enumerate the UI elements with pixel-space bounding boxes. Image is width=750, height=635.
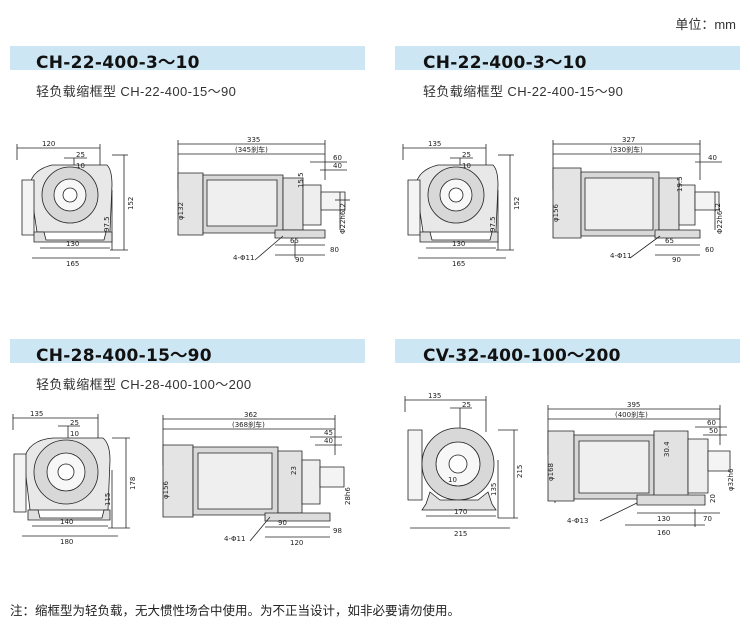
front-dim-1-d: 97.5 xyxy=(103,216,111,232)
front-dim-3-a: 135 xyxy=(30,410,43,418)
side-dim-4-j: 130 xyxy=(657,515,670,523)
front-view-drawing-2: 135 25 10 97.5 152 130 165 xyxy=(398,140,521,268)
side-dim-4-d: 50 xyxy=(709,427,718,435)
side-dim-3-e: 23 xyxy=(290,466,298,475)
side-dim-1-j: 65 xyxy=(290,237,299,245)
side-dim-4-f: φ168 xyxy=(547,463,555,481)
side-dim-2-a: 327 xyxy=(622,136,635,144)
section-band-2 xyxy=(395,46,740,70)
front-dim-1-f: 130 xyxy=(66,240,79,248)
front-dim-1-c: 10 xyxy=(76,162,85,170)
side-dim-3-k: 98 xyxy=(333,527,342,535)
front-dim-3-b: 25 xyxy=(70,419,79,427)
side-view-drawing-2: 327 (330刹车) 40 19.5 φ156 12 Φ22h6 4-Φ11 … xyxy=(552,136,724,264)
model-title-2: CH-22-400-3～10 xyxy=(423,53,587,73)
side-dim-1-d: 40 xyxy=(333,162,342,170)
side-dim-4-e: 30.4 xyxy=(663,441,671,457)
side-dim-3-g: 28h6 xyxy=(344,487,352,505)
side-dim-1-i: 4-Φ11 xyxy=(233,254,254,262)
front-dim-1-g: 165 xyxy=(66,260,79,268)
side-dim-1-a: 335 xyxy=(247,136,260,144)
front-view-drawing-4: 135 25 10 135 215 170 215 xyxy=(400,392,524,538)
side-dim-2-j: 90 xyxy=(672,256,681,264)
side-view-drawing-1: 335 (345刹车) 60 40 15.5 φ132 12 Φ22h6 4-Φ… xyxy=(177,136,360,264)
front-dim-2-f: 130 xyxy=(452,240,465,248)
front-dim-4-a: 135 xyxy=(428,392,441,400)
side-dim-3-h: 4-Φ11 xyxy=(224,535,245,543)
section-band-4 xyxy=(395,339,740,363)
front-dim-1-b: 25 xyxy=(76,151,85,159)
side-dim-1-f: φ132 xyxy=(177,202,185,220)
side-dim-4-a: 395 xyxy=(627,401,640,409)
side-dim-4-l: 70 xyxy=(703,515,712,523)
side-dim-4-h: 20 xyxy=(709,494,717,503)
side-dim-3-d: 40 xyxy=(324,437,333,445)
front-dim-3-e: 178 xyxy=(129,477,137,490)
side-dim-4-c: 60 xyxy=(707,419,716,427)
side-dim-1-l: 80 xyxy=(330,246,339,254)
side-dim-2-k: 60 xyxy=(705,246,714,254)
model-title-4: CV-32-400-100～200 xyxy=(423,346,621,366)
side-dim-3-f: φ156 xyxy=(162,480,170,499)
front-dim-2-g: 165 xyxy=(452,260,465,268)
side-dim-2-h: 4-Φ11 xyxy=(610,252,631,260)
side-dim-4-b: (400刹车) xyxy=(615,410,648,419)
front-dim-2-b: 25 xyxy=(462,151,471,159)
subtitle-1: 轻负载缩框型 CH-22-400-15～90 xyxy=(36,84,237,99)
front-dim-2-d: 97.5 xyxy=(489,216,497,232)
side-dim-3-j: 120 xyxy=(290,539,303,547)
front-dim-1-e: 152 xyxy=(127,197,135,210)
side-dim-1-c: 60 xyxy=(333,154,342,162)
front-view-drawing-3: 135 25 10 115 178 140 180 xyxy=(8,410,137,546)
front-dim-4-c: 10 xyxy=(448,476,457,484)
side-dim-2-b: (330刹车) xyxy=(610,145,643,154)
front-dim-2-a: 135 xyxy=(428,140,441,148)
model-title-1: CH-22-400-3～10 xyxy=(36,53,200,73)
side-dim-3-c: 45 xyxy=(324,429,333,437)
side-dim-2-i: 65 xyxy=(665,237,674,245)
side-dim-4-i: 4-Φ13 xyxy=(567,517,588,525)
subtitle-3: 轻负载缩框型 CH-28-400-100～200 xyxy=(36,377,252,392)
section-band-1 xyxy=(10,46,365,70)
front-dim-4-d: 135 xyxy=(490,483,498,496)
side-dim-2-g: Φ22h6 xyxy=(716,210,724,234)
side-dim-1-g: 12 xyxy=(339,203,347,212)
front-dim-4-e: 215 xyxy=(516,465,524,478)
front-dim-4-g: 215 xyxy=(454,530,467,538)
section-band-3 xyxy=(10,339,365,363)
side-dim-2-e: φ156 xyxy=(552,203,560,222)
front-dim-3-g: 180 xyxy=(60,538,73,546)
side-dim-1-b: (345刹车) xyxy=(235,145,268,154)
front-dim-4-f: 170 xyxy=(454,508,467,516)
front-dim-1-a: 120 xyxy=(42,140,55,148)
unit-label: 单位：mm xyxy=(675,17,736,32)
side-dim-2-f: 12 xyxy=(714,203,722,212)
side-dim-1-h: Φ22h6 xyxy=(339,210,347,234)
side-dim-4-g: φ32h6 xyxy=(727,468,735,491)
front-dim-2-c: 10 xyxy=(462,162,471,170)
side-dim-1-k: 90 xyxy=(295,256,304,264)
side-dim-2-d: 19.5 xyxy=(676,176,684,192)
front-view-drawing-1: 120 25 10 97.5 152 130 165 xyxy=(12,140,135,268)
front-dim-4-b: 25 xyxy=(462,401,471,409)
subtitle-2: 轻负载缩框型 CH-22-400-15～90 xyxy=(423,84,624,99)
front-dim-2-e: 152 xyxy=(513,197,521,210)
side-dim-2-c: 40 xyxy=(708,154,717,162)
side-dim-3-i: 90 xyxy=(278,519,287,527)
front-dim-3-d: 115 xyxy=(104,493,112,506)
front-dim-3-f: 140 xyxy=(60,518,73,526)
footnote: 注：缩框型为轻负载，无大惯性场合中使用。为不正当设计，如非必要请勿使用。 xyxy=(10,604,461,618)
side-view-drawing-3: 362 (368刹车) 45 40 23 φ156 28h6 4-Φ11 90 … xyxy=(162,411,352,547)
model-title-3: CH-28-400-15～90 xyxy=(36,346,212,366)
front-dim-3-c: 10 xyxy=(70,430,79,438)
side-dim-1-e: 15.5 xyxy=(297,172,305,188)
side-dim-3-b: (368刹车) xyxy=(232,420,265,429)
side-dim-3-a: 362 xyxy=(244,411,257,419)
side-view-drawing-4: 395 (400刹车) 60 50 30.4 φ168 φ32h6 20 4-Φ… xyxy=(547,401,735,537)
side-dim-4-k: 160 xyxy=(657,529,670,537)
